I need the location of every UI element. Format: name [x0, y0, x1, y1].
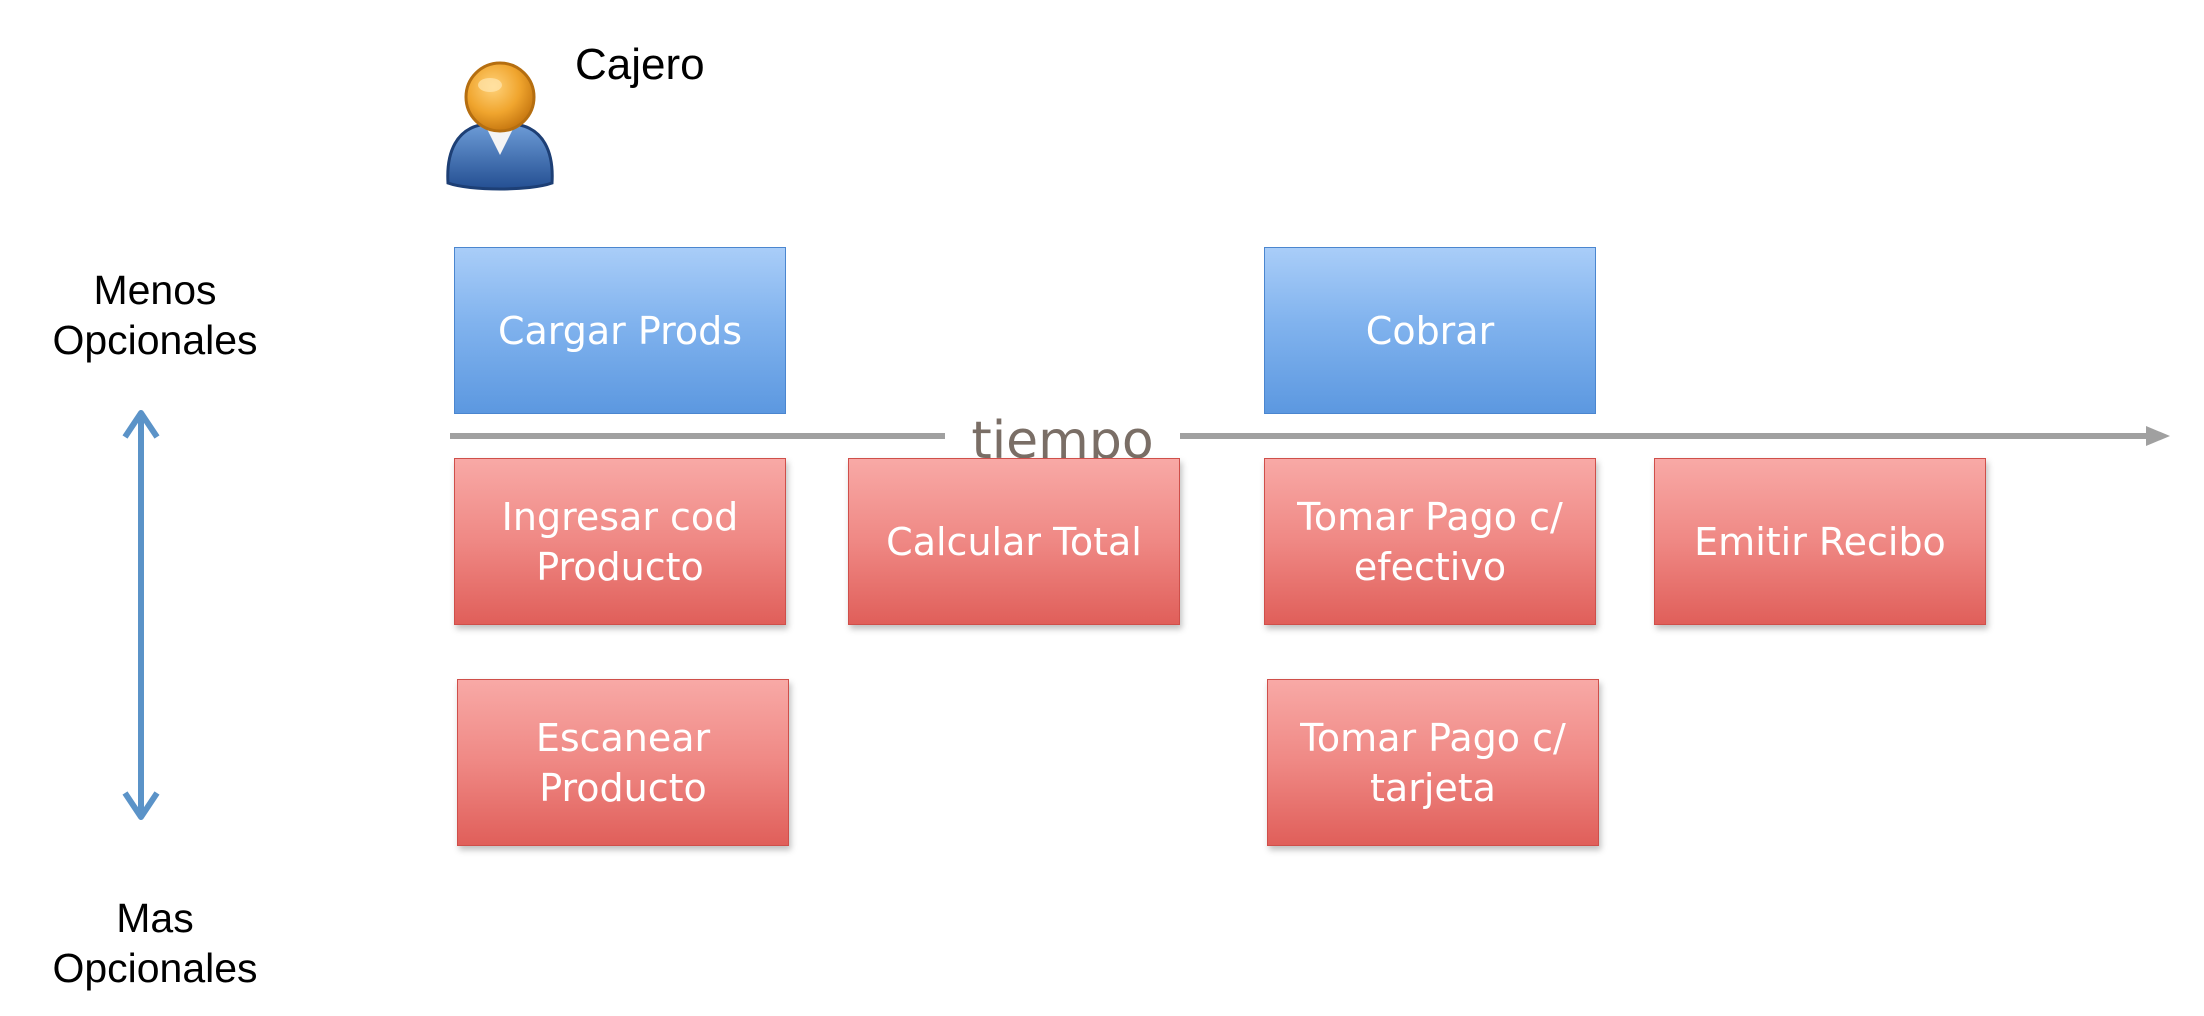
- card-label: Tomar Pago c/ efectivo: [1297, 494, 1563, 589]
- timeline-arrow: [450, 426, 2170, 446]
- card-label: Tomar Pago c/ tarjeta: [1300, 715, 1566, 810]
- card-label: Cobrar: [1365, 308, 1495, 353]
- card-emitir-recibo: Emitir Recibo: [1654, 458, 1986, 625]
- card-cargar-prods: Cargar Prods: [454, 247, 786, 414]
- card-calcular-total: Calcular Total: [848, 458, 1180, 625]
- card-label: Ingresar cod Producto: [501, 494, 739, 589]
- card-label: Cargar Prods: [497, 308, 743, 353]
- card-label: Emitir Recibo: [1694, 519, 1946, 564]
- axis-label-top: Menos Opcionales: [52, 267, 258, 363]
- axis-label-bottom: Mas Opcionales: [52, 895, 258, 991]
- card-label: Escanear Producto: [535, 715, 711, 810]
- card-label: Calcular Total: [886, 519, 1142, 564]
- card-ingresar-cod-producto: Ingresar cod Producto: [454, 458, 786, 625]
- vertical-double-arrow: [122, 410, 160, 820]
- card-tomar-pago-tarjeta: Tomar Pago c/ tarjeta: [1267, 679, 1599, 846]
- card-tomar-pago-efectivo: Tomar Pago c/ efectivo: [1264, 458, 1596, 625]
- person-icon: [446, 61, 554, 191]
- actor-label: Cajero: [575, 40, 705, 89]
- card-cobrar: Cobrar: [1264, 247, 1596, 414]
- card-escanear-producto: Escanear Producto: [457, 679, 789, 846]
